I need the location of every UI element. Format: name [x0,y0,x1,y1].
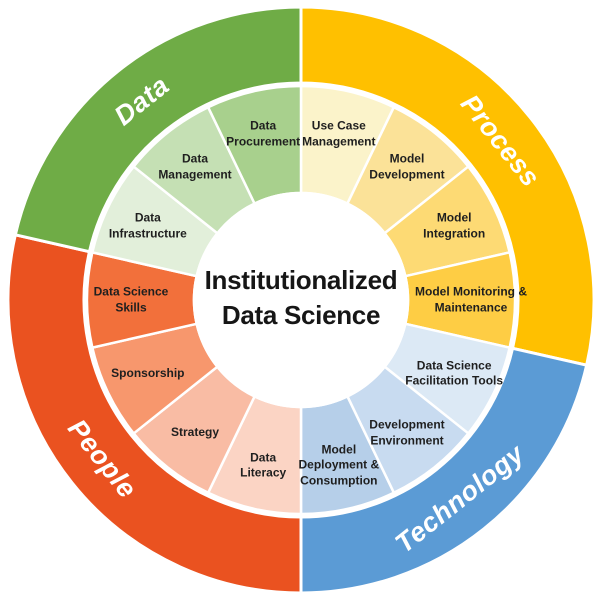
quadrant-arc-process [299,5,596,367]
quadrant-arc-data [13,5,303,254]
quadrant-arc-people [6,233,303,595]
center-circle [192,191,410,409]
